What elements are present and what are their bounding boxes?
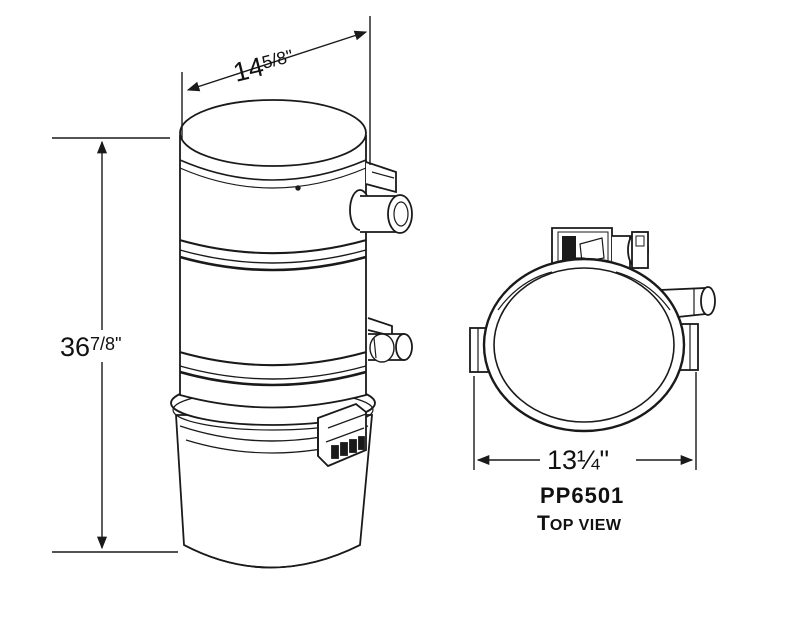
width-label-top: 13¼" [547, 445, 609, 475]
model-label: PP6501 [540, 483, 624, 508]
side-view [170, 99, 413, 569]
canister-latch [317, 402, 367, 468]
view-label: TOP VIEW [537, 512, 622, 535]
motor-housing-middle [179, 238, 367, 366]
width-dimension-side [181, 16, 371, 165]
top-view-lid [493, 267, 675, 423]
height-label: 367/8" [60, 332, 121, 362]
intake-port-middle [367, 317, 413, 363]
width-label-side: 145/8" [230, 44, 297, 88]
motor-housing-upper [179, 99, 367, 254]
top-view [469, 227, 716, 433]
exhaust-port-upper [349, 161, 413, 234]
